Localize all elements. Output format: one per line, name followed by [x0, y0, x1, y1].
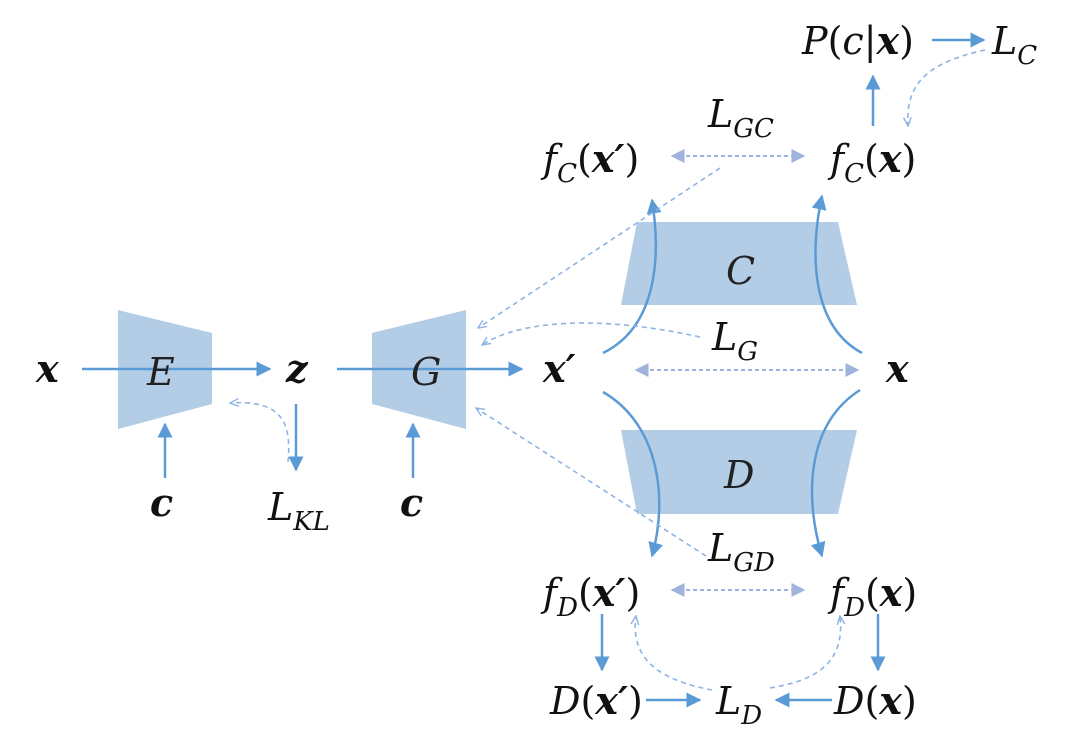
l-kl-label: LKL: [268, 485, 330, 537]
x-input-label: x: [36, 346, 59, 391]
feedback-lg-to-g: [482, 322, 701, 345]
feedback-lgd-to-g: [476, 408, 707, 557]
l-c-label: LC: [992, 19, 1038, 71]
x-prime-label: x′: [543, 346, 576, 391]
discriminator-label: D: [724, 453, 755, 497]
fd-x-label: fD(x): [830, 570, 918, 623]
arrow-xprime-through-d: [602, 390, 663, 558]
generator-label: G: [411, 350, 442, 394]
arrow-xprime-through-c: [602, 198, 662, 355]
l-gc-label: LGC: [708, 92, 774, 144]
c-encoder-label: c: [150, 480, 174, 525]
fc-xprime-label: fC(x′): [543, 136, 640, 189]
z-label: z: [286, 346, 308, 391]
c-generator-label: c: [400, 480, 424, 525]
l-g-label: LG: [712, 315, 759, 367]
encoder-label: E: [147, 350, 175, 394]
fd-xprime-label: fD(x′): [543, 570, 641, 623]
classifier-label: C: [726, 249, 756, 293]
d-x-label: D(x): [834, 678, 917, 723]
x-real-label: x: [886, 346, 909, 391]
classifier-block: [621, 222, 857, 305]
feedback-lgc-to-g: [478, 167, 721, 328]
feedback-lkl-to-e: [230, 403, 290, 463]
discriminator-block: [621, 430, 857, 514]
l-d-label: LD: [716, 679, 763, 731]
feedback-ld-to-fdxprime: [635, 616, 713, 691]
arrow-x-through-c: [811, 194, 863, 355]
d-xprime-label: D(x′): [550, 678, 643, 723]
p-cx-label: P(c|x): [802, 18, 914, 63]
feedback-ld-to-fdx: [769, 616, 841, 689]
l-gd-label: LGD: [708, 526, 775, 578]
feedback-lc-to-fcx: [908, 49, 986, 126]
arrow-x-through-d: [810, 388, 861, 558]
fc-x-label: fC(x): [830, 136, 917, 189]
